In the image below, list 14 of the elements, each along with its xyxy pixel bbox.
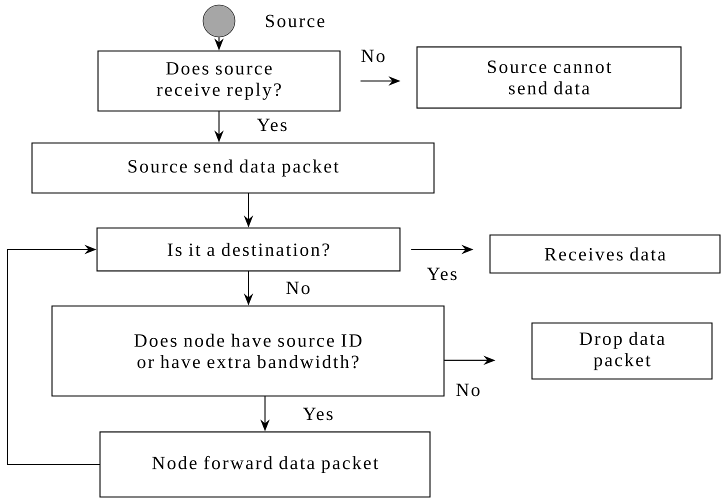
process-box: Receives data (489, 234, 721, 274)
process-box: Does source receive reply? (97, 50, 341, 112)
process-box: Drop data packet (531, 322, 713, 380)
process-box: Source send data packet (31, 142, 435, 194)
arrow (6, 244, 100, 466)
edge-label: Yes (425, 266, 459, 282)
edge-label: Yes (301, 406, 335, 422)
process-box: Source cannot send data (416, 46, 682, 109)
edge-label: Yes (255, 117, 289, 133)
process-box: Is it a destination? (96, 228, 400, 272)
start-circle (202, 4, 236, 38)
process-box: Node forward data packet (99, 431, 431, 498)
node-caption: Source (266, 14, 324, 28)
process-box: Does node have source ID or have extra bandwidth? (51, 305, 445, 397)
